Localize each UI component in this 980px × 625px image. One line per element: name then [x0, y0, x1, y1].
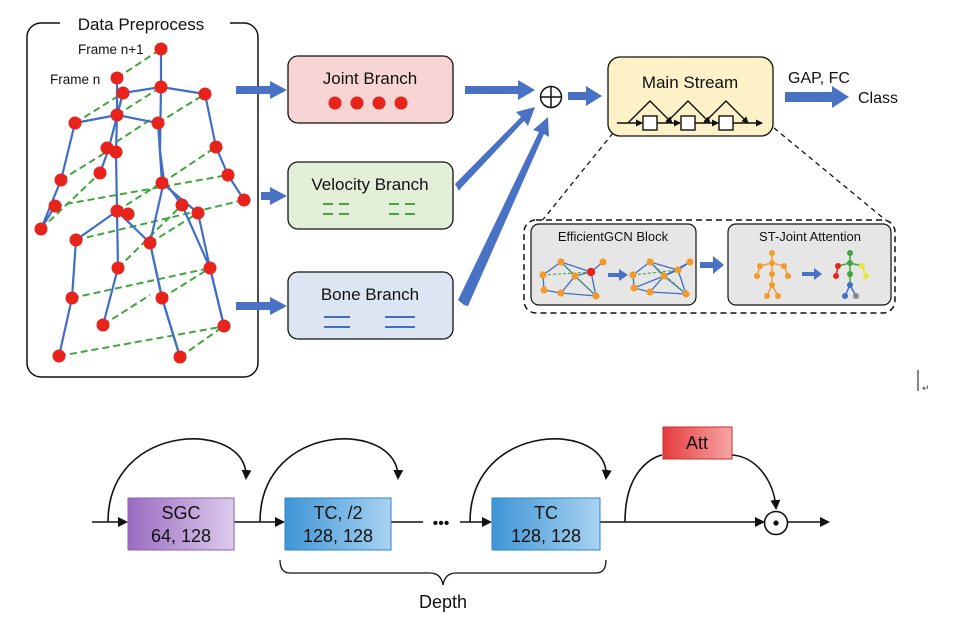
block-pipeline: SGC 64, 128 TC, /2 128, 128 ••• TC 128, … — [92, 426, 830, 612]
fusion-plus-symbol — [539, 85, 563, 109]
att-block — [662, 426, 733, 460]
depth-brace — [279, 559, 607, 586]
efficientgcn-arrow — [608, 269, 628, 281]
arrow-bone-to-fusion — [458, 117, 549, 306]
tc-block — [491, 497, 601, 551]
bone-branch: Bone Branch — [287, 271, 454, 340]
zoom-guides — [540, 127, 889, 223]
main-stream-block: Main Stream — [607, 56, 774, 137]
bone-branch-label: Bone Branch — [321, 285, 419, 304]
efficientgcn-label: EfficientGCN Block — [558, 229, 669, 244]
elementwise-product-symbol — [763, 510, 789, 536]
sgc-dims: 64, 128 — [151, 526, 211, 546]
attention-skeleton-after — [833, 250, 869, 299]
velocity-branch: Velocity Branch — [287, 161, 454, 230]
tc-stride-name: TC, /2 — [313, 503, 362, 523]
main-stream-label: Main Stream — [642, 73, 738, 92]
efficientgcn-graph-before — [539, 258, 607, 300]
velocity-dashes — [323, 203, 415, 215]
tc-name: TC — [534, 503, 558, 523]
st-joint-attention-label: ST-Joint Attention — [759, 229, 861, 244]
pipeline-ellipsis: ••• — [433, 515, 450, 532]
sgc-name: SGC — [161, 503, 200, 523]
efficientgcn-graph-after — [629, 258, 694, 298]
frame-current-label: Frame n — [50, 72, 100, 87]
joint-branch-label: Joint Branch — [323, 69, 418, 88]
depth-label: Depth — [419, 592, 467, 612]
tc-block-stride — [284, 497, 392, 551]
bone-lines — [324, 316, 415, 328]
preprocess-title: Data Preprocess — [78, 15, 205, 34]
residual-arcs — [107, 438, 781, 523]
velocity-branch-label: Velocity Branch — [311, 175, 428, 194]
frame-next-label: Frame n+1 — [78, 42, 144, 57]
cursor-mark: ↵ — [917, 370, 930, 394]
joint-dots — [328, 96, 408, 110]
data-preprocess-panel: Data Preprocess Frame n+1 Frame n — [26, 12, 259, 378]
svg-text:↵: ↵ — [922, 384, 930, 394]
class-output-label: Class — [858, 90, 898, 107]
efficientgcn-block — [530, 223, 697, 306]
arrow-to-velocity — [261, 187, 287, 205]
main-stream-mini-diagram — [617, 100, 763, 131]
temporal-links — [40, 48, 245, 358]
attention-skeleton-before — [754, 250, 791, 299]
sgc-block — [127, 497, 235, 551]
arrow-to-joint — [236, 81, 287, 99]
gap-fc-label: GAP, FC — [788, 70, 850, 87]
tc-stride-dims: 128, 128 — [303, 526, 373, 546]
detail-panel: EfficientGCN Block — [523, 219, 896, 314]
detail-mid-arrow — [700, 256, 724, 274]
arrow-fusion-to-main — [568, 86, 602, 106]
tc-dims: 128, 128 — [511, 526, 581, 546]
joint-branch: Joint Branch — [287, 55, 454, 124]
skeleton-joints — [34, 42, 251, 364]
arrow-to-bone — [236, 297, 287, 315]
panel-to-branch-arrows — [236, 81, 287, 315]
arrow-main-to-class — [785, 86, 849, 108]
arrow-joint-to-fusion — [465, 80, 535, 100]
attention-arrow — [802, 268, 822, 280]
arrow-velocity-to-fusion — [455, 107, 535, 191]
branch-to-fusion-arrows — [455, 80, 849, 306]
att-label: Att — [686, 433, 708, 453]
